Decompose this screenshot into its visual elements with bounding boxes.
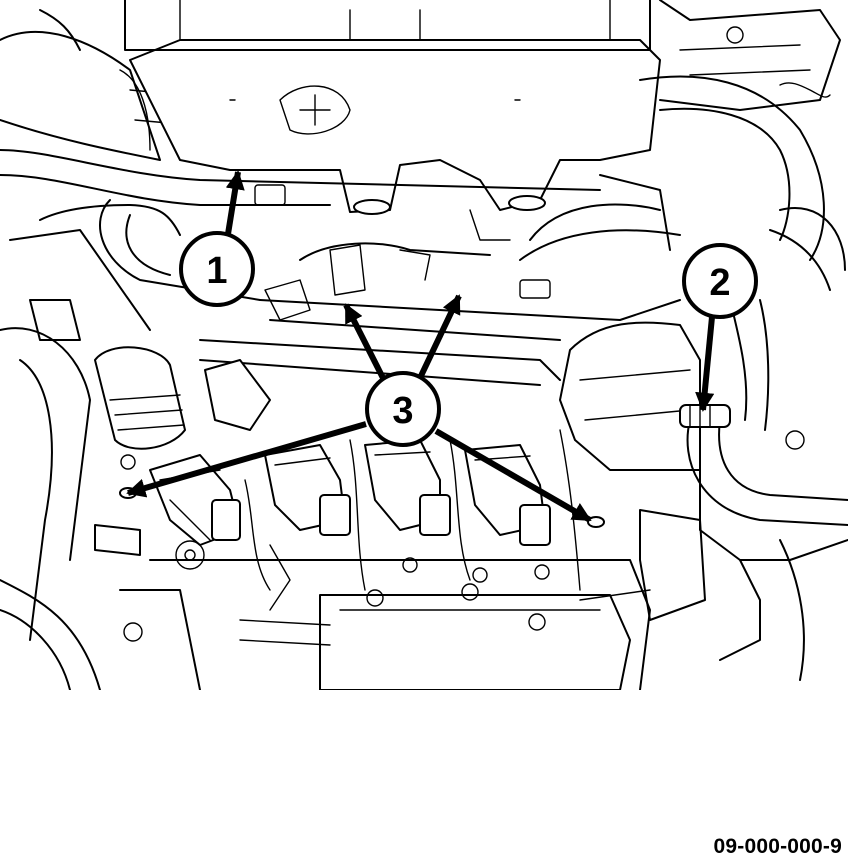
callout-3-arrow-c	[126, 421, 367, 498]
callout-1-arrow	[225, 170, 245, 235]
callout-2: 2	[682, 243, 758, 319]
callout-2-label: 2	[709, 262, 730, 304]
callout-2-arrow	[695, 316, 715, 412]
engine-compartment-illustration: 1 2 3	[0, 0, 848, 690]
callout-1-label: 1	[206, 250, 227, 292]
callout-3-label: 3	[392, 390, 413, 432]
callout-3-arrow-b	[417, 294, 462, 380]
callout-3-arrow-d	[434, 428, 592, 523]
callout-arrows	[126, 170, 715, 523]
ignition-coils	[149, 439, 551, 546]
callout-3-arrow-a	[343, 303, 387, 382]
figure-id-label: 09-000-000-9	[713, 835, 842, 858]
engine-bay-background	[0, 0, 848, 690]
callout-3: 3	[365, 371, 441, 447]
callout-1: 1	[179, 231, 255, 307]
